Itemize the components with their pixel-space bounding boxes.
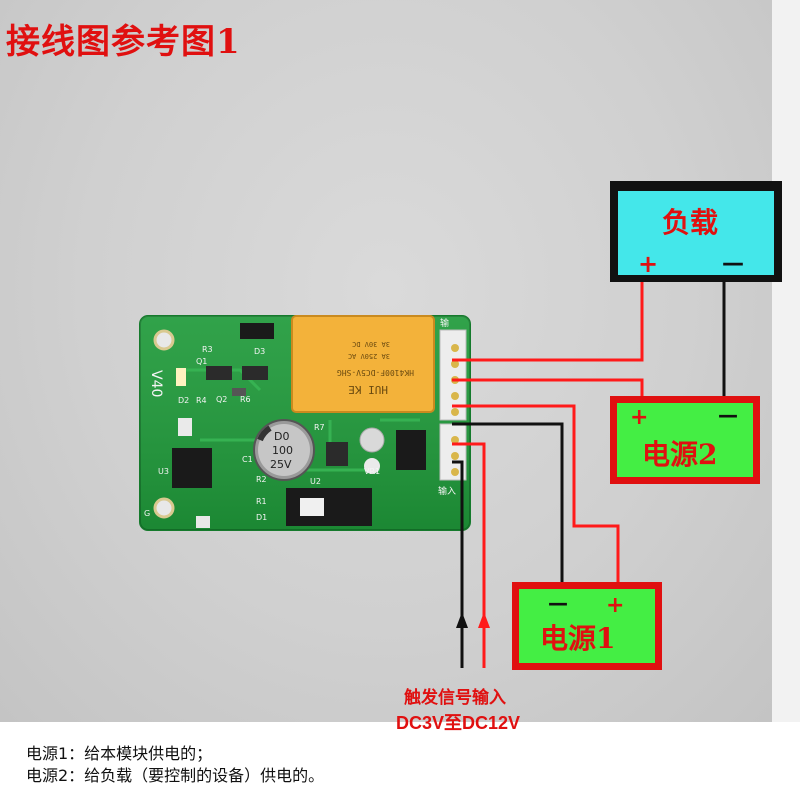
relay: HUI KE HK4100F-DC5V-SHG 3A 250V AC 3A 30… [291, 315, 435, 413]
trigger-input-label: 触发信号输入 [404, 688, 506, 708]
label-c1: C1 [242, 455, 253, 464]
label-vr1: VR1 [364, 467, 380, 476]
relay-text-4: 3A 30V DC [352, 340, 390, 348]
note-power1: 电源1：给本模块供电的； [26, 744, 213, 763]
wire-load-plus [452, 282, 644, 362]
power2-label: 电源2 [642, 438, 717, 471]
board-version: V40 [148, 370, 164, 397]
relay-module-board: HUI KE HK4100F-DC5V-SHG 3A 250V AC 3A 30… [139, 315, 471, 531]
power2-box: + — 电源2 [610, 396, 760, 484]
chip-u2 [286, 488, 372, 526]
label-r2: R2 [256, 475, 267, 484]
label-r1: R1 [256, 497, 267, 506]
label-q2: Q2 [216, 395, 227, 404]
label-d1: D1 [256, 513, 267, 522]
power1-minus: — [548, 591, 568, 615]
diode [240, 323, 274, 339]
label-d2: D2 [178, 396, 189, 405]
power1-label: 电源1 [540, 622, 615, 655]
wire-relay-power2-plus [452, 378, 644, 398]
capacitor-text-3: 25V [270, 458, 292, 471]
wires [452, 282, 726, 668]
load-plus: + [638, 250, 658, 278]
label-d3: D3 [254, 347, 265, 356]
arrow-trigger-plus [478, 612, 490, 628]
trigger-voltage-label: DC3V至DC12V [396, 713, 521, 733]
label-g: G [144, 509, 150, 518]
electrolytic-capacitor: D0 100 25V [253, 419, 315, 481]
wire-trigger-plus [452, 442, 486, 668]
mounting-hole [153, 329, 175, 351]
input-header: 输入 [438, 485, 456, 497]
label-r7: R7 [314, 423, 325, 432]
capacitor-text-2: 100 [272, 444, 293, 457]
label-q1: Q1 [196, 357, 207, 366]
mounting-hole [153, 497, 175, 519]
label-r3: R3 [202, 345, 213, 354]
relay-text-2: HK4100F-DC5V-SHG [337, 368, 414, 377]
label-r6: R6 [240, 395, 251, 404]
chip-u3 [172, 448, 212, 488]
wire-power1-minus [452, 422, 564, 584]
photo-edge [772, 0, 800, 722]
wire-power1-plus [452, 404, 620, 584]
arrow-trigger-minus [456, 612, 468, 628]
page-title: 接线图参考图1 [6, 22, 241, 62]
load-minus: — [722, 251, 744, 276]
label-u2: U2 [310, 477, 321, 486]
capacitor-text-1: D0 [274, 430, 289, 443]
power1-plus: + [606, 593, 624, 618]
power1-box: — + 电源1 [512, 582, 662, 670]
wire-trigger-minus [452, 460, 464, 668]
output-header: 输 [440, 317, 449, 329]
label-r4: R4 [196, 396, 207, 405]
label-u3: U3 [158, 467, 169, 476]
relay-text-1: HUI KE [348, 383, 388, 396]
power2-plus: + [630, 405, 648, 430]
potentiometer [359, 427, 385, 453]
relay-text-3: 3A 250V AC [348, 352, 390, 360]
note-power2: 电源2：给负载（要控制的设备）供电的。 [26, 766, 325, 785]
transistor [396, 430, 426, 470]
load-box: 负载 + — [610, 181, 782, 282]
load-label: 负载 [662, 206, 718, 239]
power2-minus: — [718, 403, 738, 427]
